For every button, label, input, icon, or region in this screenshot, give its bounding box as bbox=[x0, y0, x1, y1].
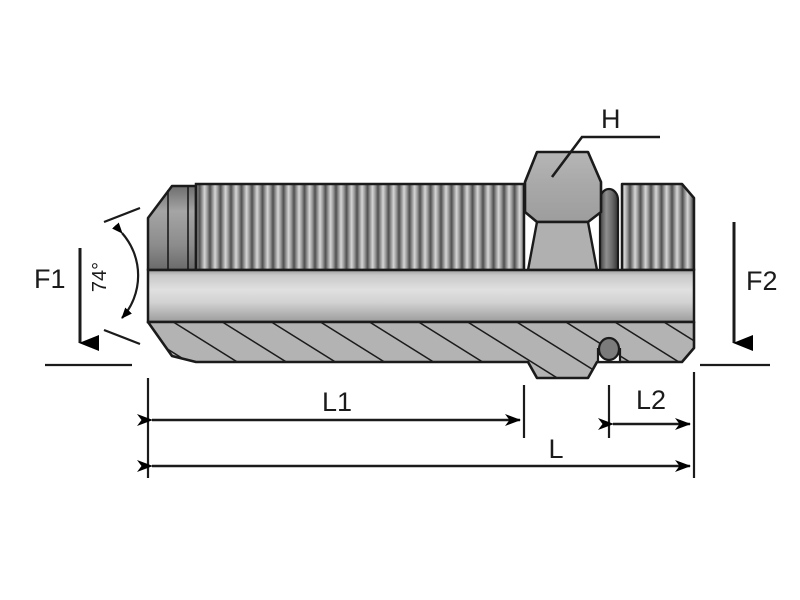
dimension-l1: L1 bbox=[137, 387, 521, 426]
f2-label: F2 bbox=[746, 266, 778, 296]
hex-body-lower bbox=[526, 220, 599, 272]
thread-left-upper bbox=[194, 182, 526, 272]
shank-band bbox=[146, 268, 696, 324]
h-label: H bbox=[601, 104, 621, 134]
l1-label: L1 bbox=[322, 387, 352, 417]
l-label: L bbox=[548, 434, 563, 464]
fitting-body bbox=[146, 150, 696, 380]
oring-lower bbox=[597, 336, 621, 362]
oring-upper bbox=[598, 187, 620, 272]
dimension-l2: L2 bbox=[598, 385, 691, 430]
l2-label: L2 bbox=[636, 385, 666, 415]
section-hatched-body bbox=[146, 320, 696, 380]
angle-leg-lower bbox=[103, 328, 141, 346]
callout-f1: F1 bbox=[34, 248, 132, 367]
f1-label: F1 bbox=[34, 264, 66, 294]
dimension-extension-lines bbox=[146, 372, 696, 478]
angle-arc bbox=[111, 222, 140, 319]
hex-nut bbox=[523, 150, 603, 224]
callout-angle-74: 74° bbox=[89, 206, 141, 346]
callout-h: H bbox=[550, 104, 660, 178]
dimension-l: L bbox=[137, 434, 691, 472]
angle-label: 74° bbox=[89, 262, 111, 292]
angle-leg-upper bbox=[103, 206, 141, 224]
h-leader-line bbox=[550, 135, 660, 178]
thread-right-upper bbox=[620, 182, 696, 272]
callout-f2: F2 bbox=[700, 222, 778, 367]
